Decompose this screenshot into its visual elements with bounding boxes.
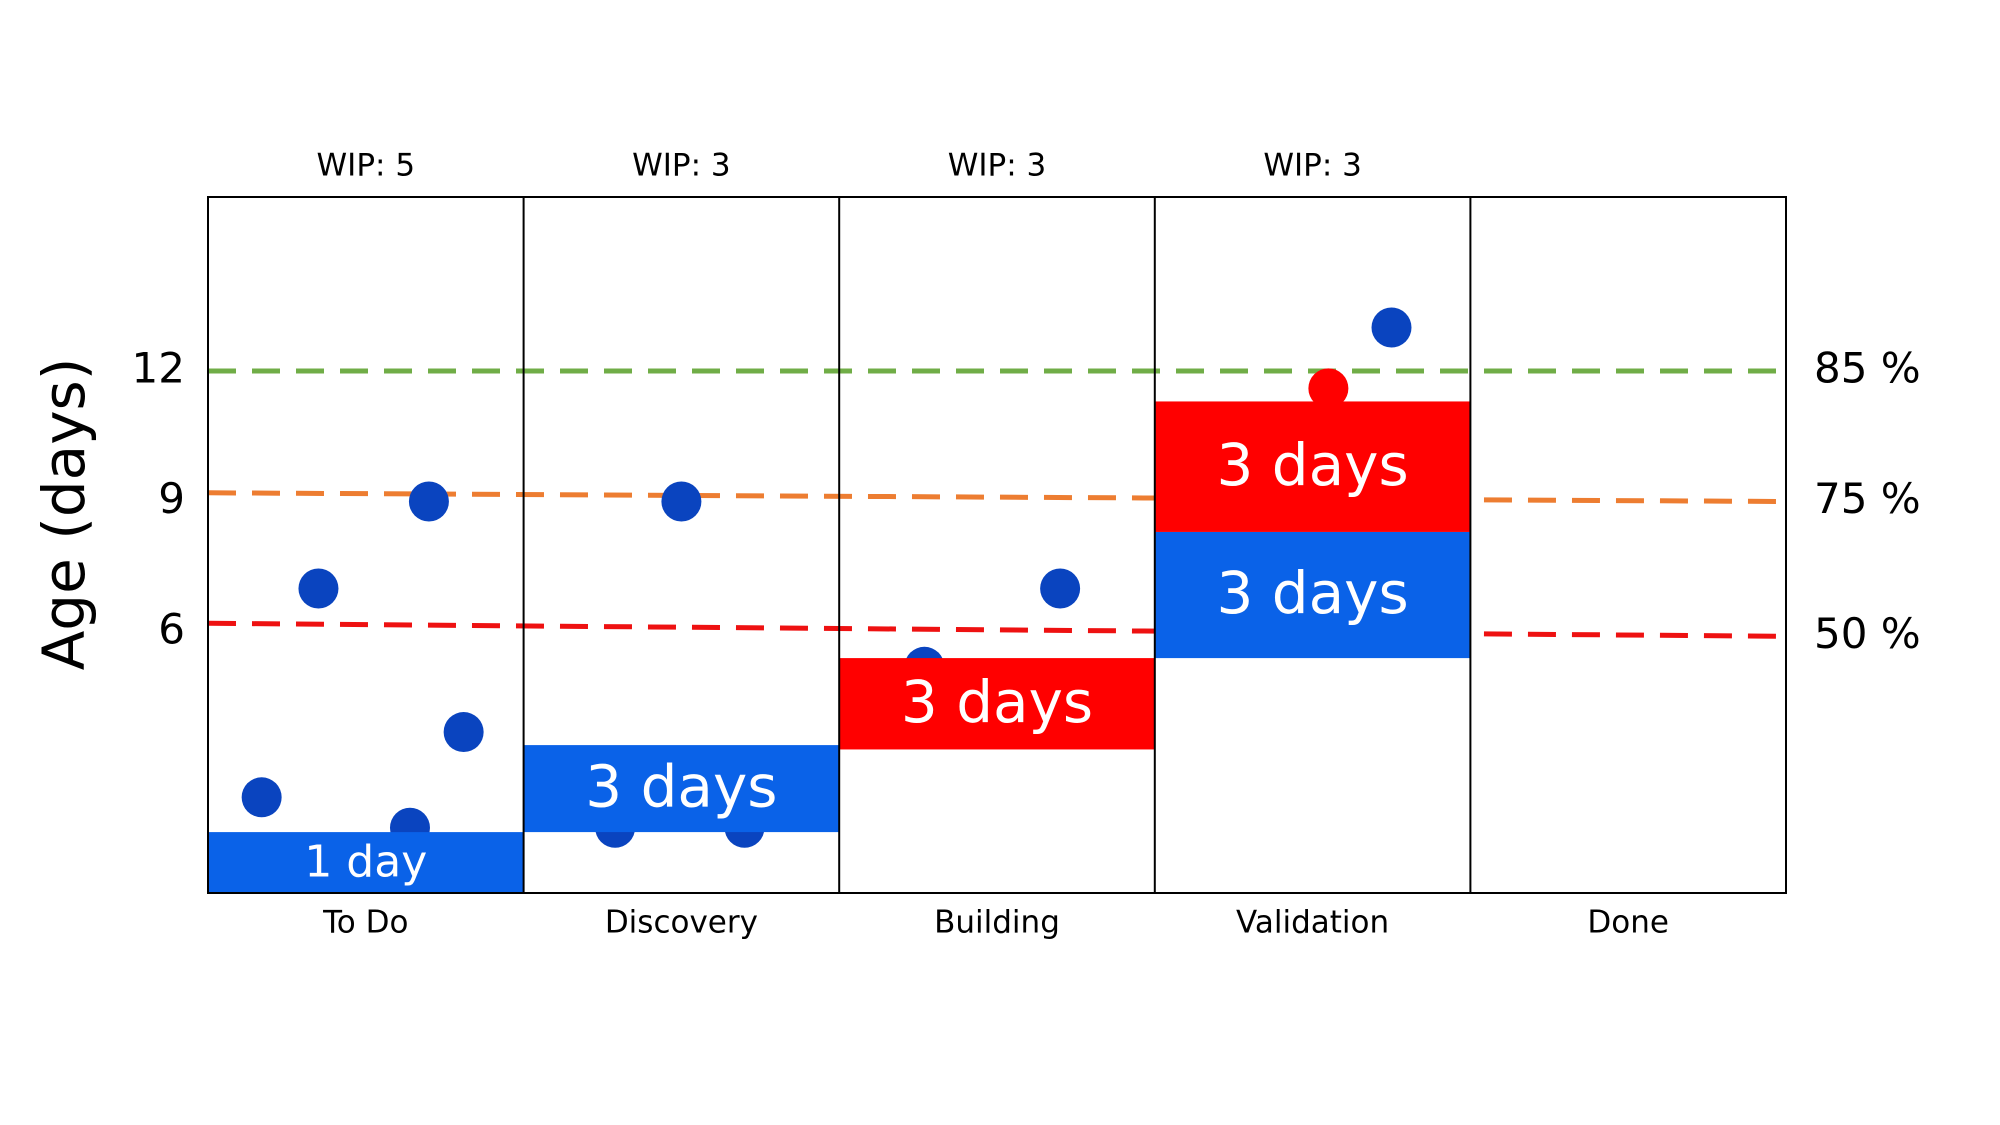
percentile-label: 85 %: [1814, 344, 1921, 393]
column-label: To Do: [322, 905, 408, 941]
wip-label: WIP: 3: [632, 148, 731, 184]
column-label: Discovery: [605, 905, 758, 941]
data-point: [1308, 368, 1349, 409]
column-label: Building: [934, 905, 1060, 941]
column-label: Done: [1587, 905, 1669, 941]
age-band: [523, 745, 840, 833]
wip-label: WIP: 3: [1263, 148, 1362, 184]
data-point: [1371, 307, 1412, 348]
age-band: [1154, 531, 1471, 659]
age-band-label: 3 days: [1216, 431, 1408, 499]
wip-label: WIP: 5: [317, 148, 416, 184]
y-axis-title: Age (days): [30, 358, 98, 671]
age-band-label: 1 day: [304, 837, 427, 888]
age-band: [839, 658, 1155, 750]
age-band-label: 3 days: [585, 753, 777, 821]
y-tick-label: 9: [158, 474, 185, 523]
age-band: [208, 832, 524, 893]
column-label: Validation: [1236, 905, 1389, 941]
data-point: [298, 568, 339, 609]
data-point: [408, 481, 449, 522]
percentile-label: 50 %: [1814, 609, 1921, 658]
percentile-line: [207, 620, 1787, 639]
y-tick-label: 12: [132, 344, 185, 393]
data-point: [241, 777, 282, 818]
age-band: [1154, 401, 1471, 532]
percentile-label: 75 %: [1814, 474, 1921, 523]
data-point: [661, 481, 702, 522]
age-band-label: 3 days: [1216, 559, 1408, 627]
age-band-label: 3 days: [901, 668, 1093, 736]
data-point: [443, 712, 484, 753]
y-tick-label: 6: [158, 605, 185, 654]
wip-label: WIP: 3: [948, 148, 1047, 184]
data-point: [1040, 568, 1081, 609]
plot-frame: [207, 196, 1787, 894]
